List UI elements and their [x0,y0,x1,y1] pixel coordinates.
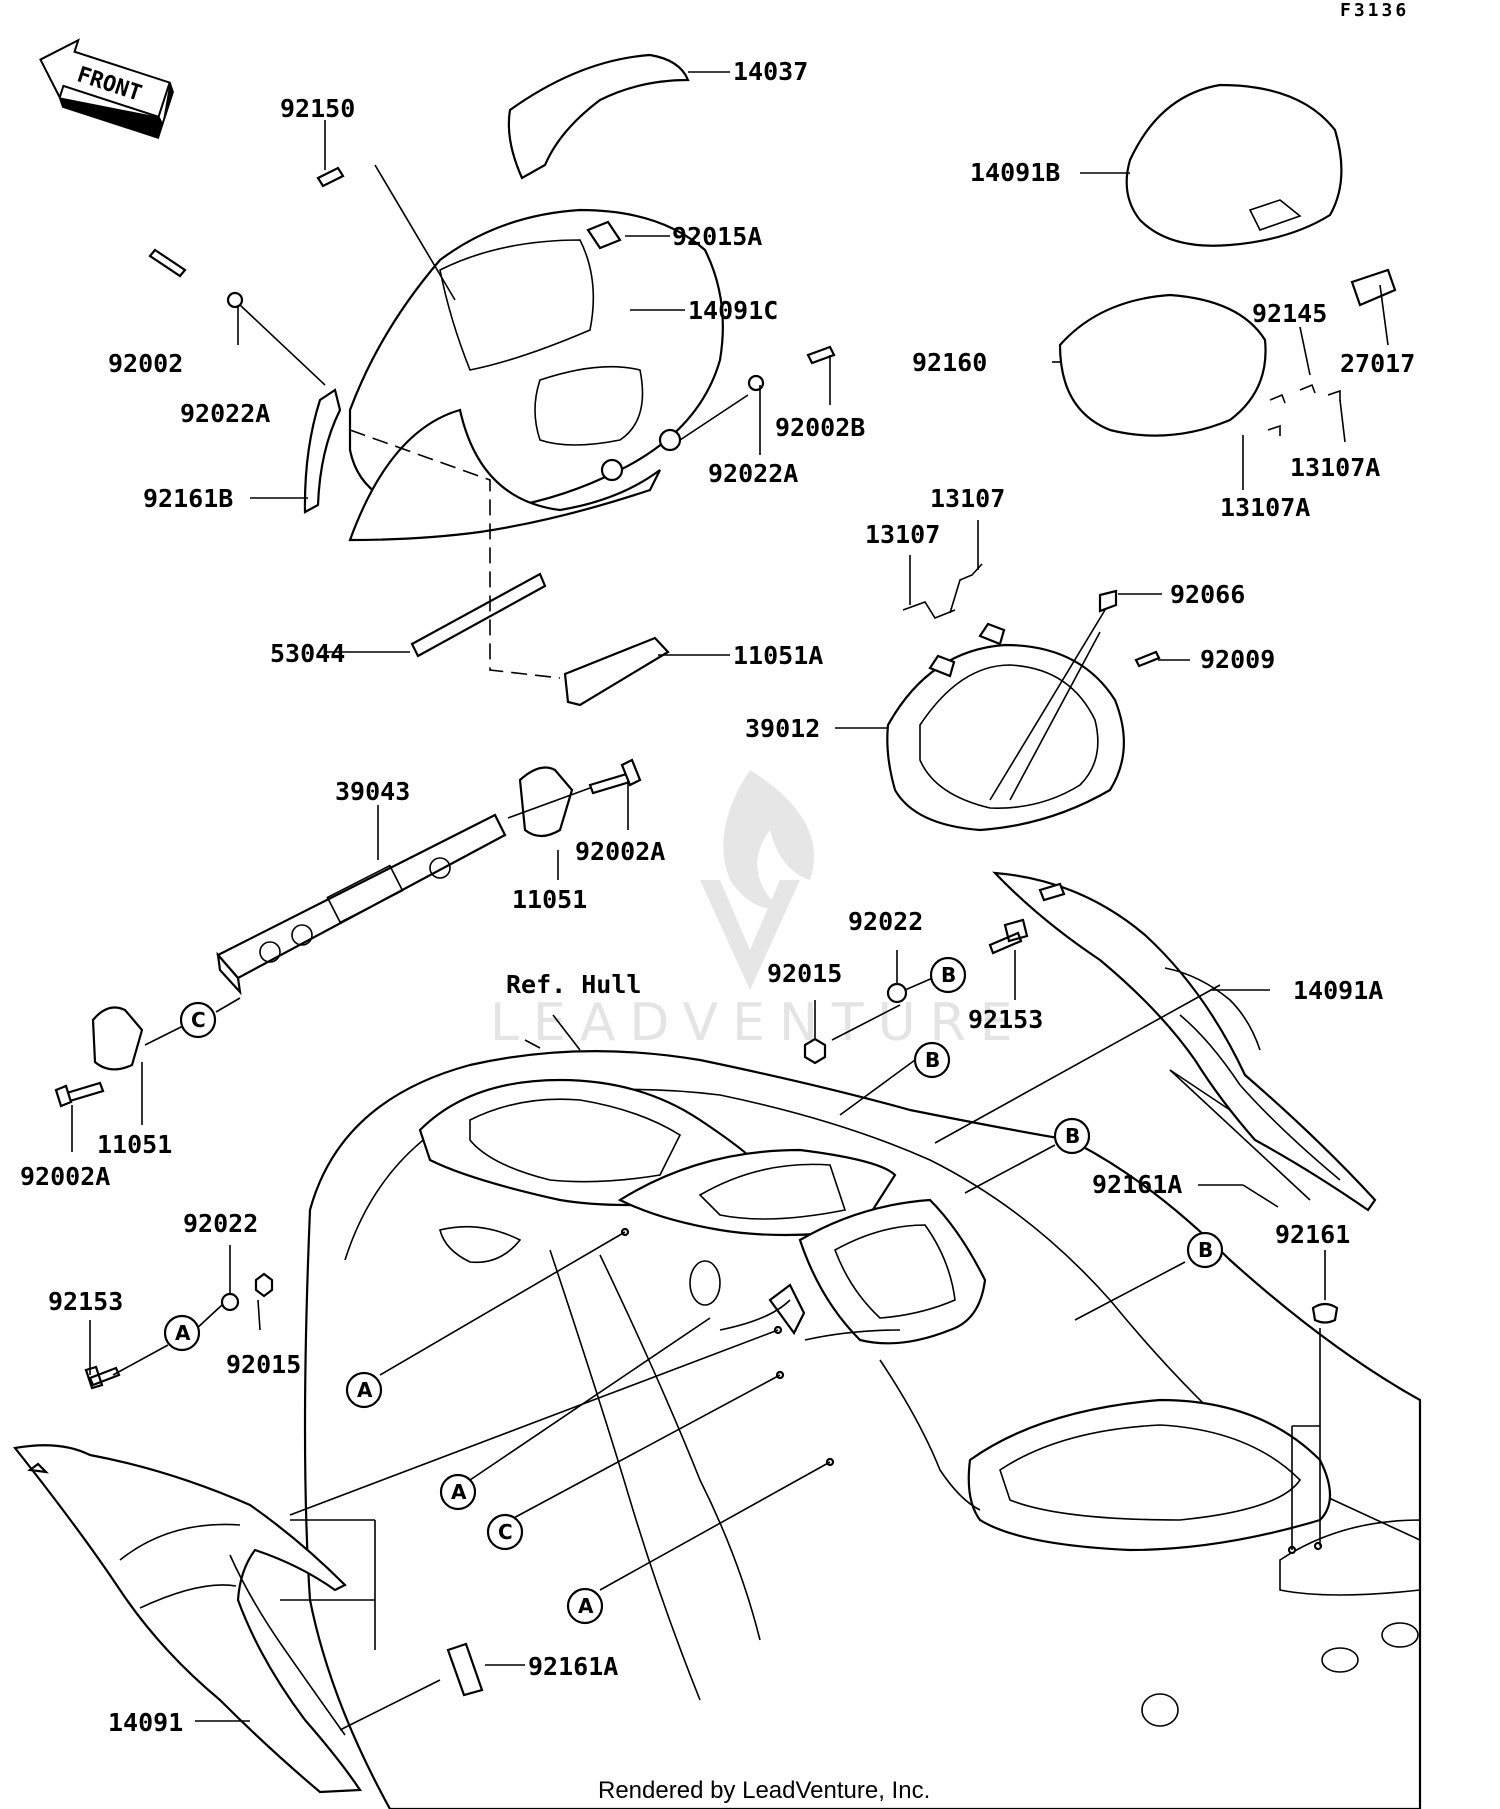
plate-11051-left [91,1006,144,1071]
label-92150: 92150 [280,94,355,123]
svg-text:A: A [357,1378,373,1402]
label-92153-bottom: 92153 [48,1287,123,1316]
label-92009: 92009 [1200,645,1275,674]
label-92002A-left: 92002A [20,1162,110,1191]
svg-text:B: B [941,963,956,987]
grommet-92161 [1311,1302,1339,1324]
part-labels: 14037 92150 92015A 14091C 92002 92022A 9… [20,57,1415,1737]
leader-lines-hull [289,984,1326,1591]
label-92015-top: 92015 [767,959,842,988]
label-39043: 39043 [335,777,410,806]
storage-gasket [1058,293,1267,437]
label-13107A-left: 13107A [1220,493,1310,522]
label-92022-bottom: 92022 [183,1209,258,1238]
storage-bin [886,643,1125,832]
label-92066: 92066 [1170,580,1245,609]
handle-cover [507,53,690,180]
label-92153-top: 92153 [968,1005,1043,1034]
label-14091A: 14091A [1293,976,1383,1005]
footer-credit: Rendered by LeadVenture, Inc. [598,1777,930,1804]
nut-92015-top [803,1037,827,1065]
callout-b-hull-1: B [913,1041,951,1079]
panel-39043 [216,813,507,980]
leader-lines-top-right [835,172,1389,801]
callout-a-hull-2: A [439,1473,477,1511]
callout-b-92153: B [929,956,967,994]
leader-lines-top-left [237,71,831,656]
label-11051-top: 11051 [512,885,587,914]
svg-text:C: C [191,1008,206,1032]
console-lower-shell [348,408,661,542]
svg-text:C: C [498,1520,513,1544]
leader-lines-middle-left [71,780,629,1152]
front-arrow-icon: FRONT [39,38,174,139]
label-11051A: 11051A [733,641,823,670]
label-14037: 14037 [733,57,808,86]
strip-92161A [446,1642,484,1697]
bracket-11051A [563,636,670,707]
label-14091B: 14091B [970,158,1060,187]
rod [410,572,547,658]
console-mount [798,1198,987,1345]
label-92161B: 92161B [143,484,233,513]
label-27017: 27017 [1340,349,1415,378]
label-92002A-top: 92002A [575,837,665,866]
svg-text:A: A [175,1321,191,1345]
washer-92022-bottom [220,1292,240,1312]
label-53044: 53044 [270,639,345,668]
callout-a-hull-3: A [566,1587,604,1625]
callout-a-hull-1: A [345,1371,383,1409]
label-39012: 39012 [745,714,820,743]
label-92015-bottom: 92015 [226,1350,301,1379]
leader-lines-middle-right [814,950,1311,1201]
label-14091C: 14091C [688,296,778,325]
callout-a-92153-bottom: A [163,1314,201,1352]
svg-text:B: B [1065,1124,1080,1148]
label-92002: 92002 [108,349,183,378]
label-92022A-right: 92022A [708,459,798,488]
latch-pad [1350,268,1397,307]
callout-c-hull: C [486,1513,524,1551]
label-92161A-right: 92161A [1092,1170,1182,1199]
label-92015A: 92015A [672,222,762,251]
callout-b-hull-3: B [1186,1231,1224,1269]
svg-text:A: A [451,1480,467,1504]
label-11051-left: 11051 [97,1130,172,1159]
label-ref-hull: Ref. Hull [506,970,641,999]
seal-strip [303,388,342,514]
label-13107-right: 13107 [930,484,1005,513]
bolt-92153-top [988,918,1029,955]
label-92002B: 92002B [775,413,865,442]
label-92145: 92145 [1252,299,1327,328]
diagram-code: F3136 [1340,0,1409,21]
washer-92022-top [886,982,908,1004]
leader-lines-bottom-left [89,1245,525,1731]
svg-text:B: B [925,1048,940,1072]
nut-92015-bottom [254,1272,274,1298]
callout-b-hull-2: B [1053,1117,1091,1155]
side-cover-14091 [12,1444,362,1794]
label-14091: 14091 [108,1708,183,1737]
label-92022-top: 92022 [848,907,923,936]
watermark-text: LEADVENTURE [490,993,1027,1053]
plate-11051-top [518,766,574,838]
storage-lid-cover [1125,83,1343,247]
svg-text:A: A [578,1594,594,1618]
bolt-92153-bottom [84,1365,121,1390]
svg-text:B: B [1198,1238,1213,1262]
label-13107-left: 13107 [865,520,940,549]
label-92022A-left: 92022A [180,399,270,428]
watermark: LEADVENTURE [490,770,1027,1053]
callout-c-panel: C [179,1001,217,1039]
label-92161A-bottom: 92161A [528,1652,618,1681]
label-92160: 92160 [912,348,987,377]
label-13107A-right: 13107A [1290,453,1380,482]
label-92161: 92161 [1275,1220,1350,1249]
